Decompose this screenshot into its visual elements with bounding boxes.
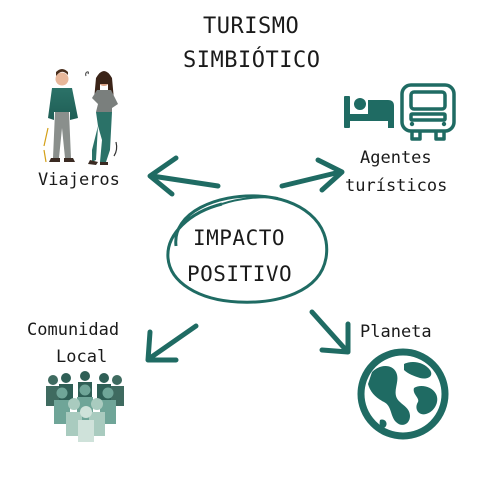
center-ellipse [166, 194, 329, 304]
center-label-line-2: POSITIVO [187, 262, 293, 286]
bed-icon [344, 96, 394, 128]
travelers-couple-icon [43, 69, 118, 165]
title-line-2: SIMBIÓTICO [183, 48, 321, 73]
bus-headlights [409, 121, 447, 127]
bus-icon [400, 83, 456, 141]
title-line-1: TURISMO [203, 14, 300, 39]
arrow-to-viajeros [147, 155, 221, 197]
center-label-line-1: IMPACTO [193, 226, 286, 250]
planeta-label: Planeta [360, 322, 432, 342]
viajeros-label: Viajeros [38, 170, 120, 190]
globe-icon [357, 348, 449, 440]
comunidad-label-line-2: Local [56, 347, 108, 367]
arrow-to-comunidad [145, 323, 199, 363]
agentes-label-line-2: turísticos [345, 176, 448, 196]
agentes-label-line-1: Agentes [360, 148, 432, 168]
comunidad-label-line-1: Comunidad [27, 320, 120, 340]
arrow-to-agentes [279, 157, 345, 193]
crowd-icon [46, 371, 124, 442]
arrow-to-planeta [309, 309, 351, 355]
